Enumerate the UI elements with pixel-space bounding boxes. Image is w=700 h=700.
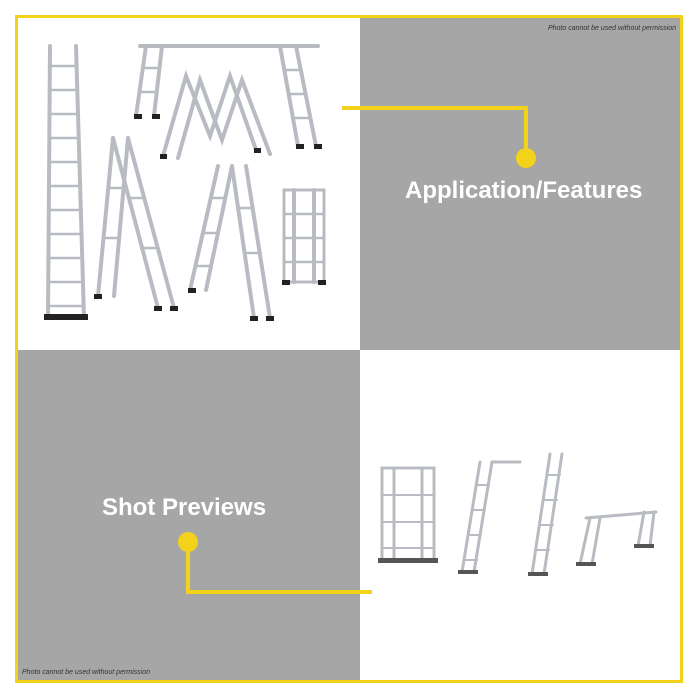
main-product-image (18, 18, 360, 350)
ladder-previews-illustration (378, 452, 658, 576)
watermark-bottom: Photo cannot be used without permission (22, 669, 151, 676)
previews-panel (18, 350, 360, 682)
shot-previews-label: Shot Previews (102, 494, 267, 521)
application-features-label: Application/Features (405, 177, 643, 204)
ladder-configurations-illustration (44, 44, 326, 321)
watermark-top: Photo cannot be used without permission (547, 25, 676, 32)
application-connector-line (342, 106, 528, 158)
application-panel (360, 18, 682, 350)
application-connector-dot (516, 148, 536, 168)
previews-connector-dot (178, 532, 198, 552)
previews-connector-line (186, 542, 372, 594)
yellow-border-frame (15, 15, 683, 683)
preview-images-area (360, 350, 682, 682)
